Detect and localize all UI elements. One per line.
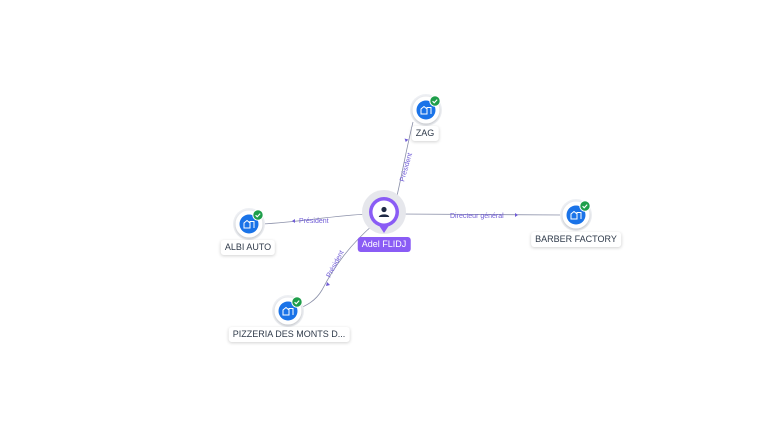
company-building-icon (243, 219, 255, 229)
edge-label-barber-factory: Directeur général (450, 213, 504, 220)
verified-check-icon (252, 209, 264, 221)
company-node-albi-auto[interactable] (233, 208, 265, 240)
person-node[interactable] (362, 190, 406, 234)
company-building-icon (420, 105, 432, 115)
company-label-barber-factory[interactable]: BARBER FACTORY (531, 232, 621, 247)
edge-label-zag: Président (399, 152, 414, 182)
edge-label-pizzeria: Président (326, 249, 346, 278)
verified-check-icon (579, 200, 591, 212)
verified-check-icon (429, 95, 441, 107)
company-node-barber-factory[interactable] (560, 199, 592, 231)
person-name-label[interactable]: Adel FLIDJ (357, 237, 411, 252)
company-node-zag[interactable] (410, 94, 442, 126)
company-node-pizzeria[interactable] (272, 295, 304, 327)
edge-albi-auto: Président (261, 213, 369, 225)
company-label-pizzeria[interactable]: PIZZERIA DES MONTS D... (228, 327, 350, 342)
edge-label-albi-auto: Président (299, 218, 329, 225)
user-icon (378, 206, 390, 217)
verified-check-icon (291, 296, 303, 308)
company-building-icon (570, 210, 582, 220)
edge-barber-factory: Directeur général (399, 213, 563, 220)
company-building-icon (282, 306, 294, 316)
company-label-zag[interactable]: ZAG (411, 126, 439, 141)
company-label-albi-auto[interactable]: ALBI AUTO (220, 240, 276, 255)
